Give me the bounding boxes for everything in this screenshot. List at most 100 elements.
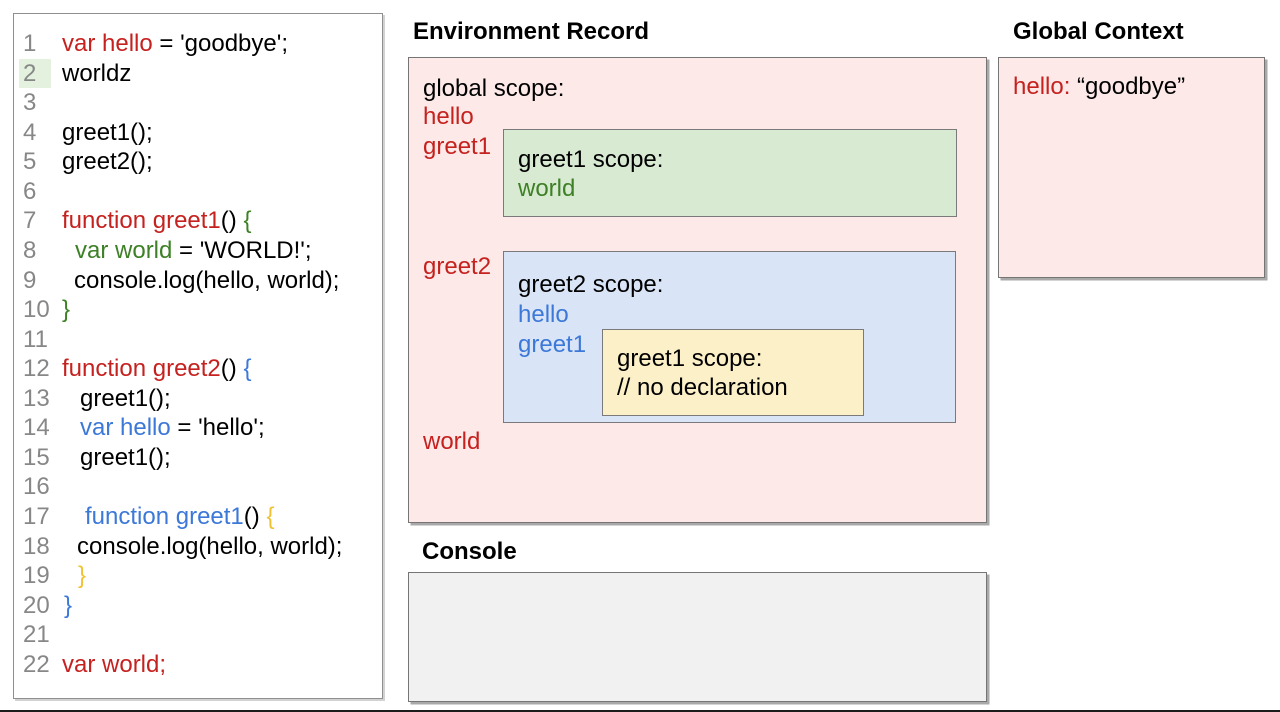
line-number: 22 (14, 650, 62, 680)
code-token: var hello (80, 414, 171, 442)
code-token: { (266, 503, 275, 530)
code-line: 18 console.log(hello, world); (14, 532, 382, 562)
line-number: 1 (14, 29, 62, 59)
line-number: 2 (14, 58, 62, 89)
code-line-text: var world; (62, 650, 166, 680)
code-token: () (220, 355, 244, 383)
line-number: 8 (14, 236, 62, 266)
line-number: 19 (14, 561, 62, 591)
line-number: 12 (14, 354, 62, 384)
greet2-scope-var-hello: hello (518, 301, 569, 328)
line-number: 17 (14, 502, 62, 532)
line-number: 15 (14, 443, 62, 473)
greet1-scope-box: greet1 scope: world (503, 129, 957, 217)
global-context-entry-key: hello: (1013, 73, 1071, 100)
line-number-text: 8 (23, 236, 37, 264)
line-number-text: 20 (23, 591, 50, 619)
code-token: var hello (62, 30, 153, 57)
global-context-entry-value: “goodbye” (1070, 73, 1186, 100)
line-number-text: 17 (23, 503, 50, 530)
code-line-text: var hello = 'goodbye'; (62, 29, 288, 59)
code-token: console.log(hello, world); (77, 532, 343, 560)
greet1-scope-var-world: world (518, 175, 576, 202)
code-line-text: worldz (62, 59, 131, 89)
global-var-hello: hello (423, 103, 474, 130)
code-token: = 'hello'; (170, 414, 265, 442)
line-number-text: 19 (23, 562, 50, 590)
line-number-text: 1 (23, 30, 37, 57)
environment-record-title: Environment Record (413, 18, 650, 45)
line-number-text: 14 (23, 414, 50, 442)
code-line: 3 (14, 88, 382, 118)
code-line-text: greet1(); (62, 443, 171, 473)
code-line: 22 var world; (14, 650, 382, 680)
line-number-highlighted: 2 (19, 58, 51, 89)
greet2-scope-var-greet1: greet1 (518, 331, 587, 358)
code-line-text: greet2(); (62, 147, 153, 177)
line-number-text: 9 (23, 266, 37, 294)
line-number: 14 (14, 413, 62, 443)
code-token: } (62, 296, 71, 324)
code-line-text: greet1(); (62, 384, 171, 414)
code-line-text: } (62, 591, 72, 621)
code-token: } (64, 591, 73, 619)
code-line-text: function greet1() { (62, 502, 274, 532)
global-scope-label: global scope: (423, 75, 565, 102)
code-line: 19} (14, 561, 382, 591)
greet1-scope-title: greet1 scope: (518, 146, 664, 173)
nested-greet1-scope-comment: // no declaration (617, 374, 788, 401)
code-token: worldz (62, 59, 132, 87)
code-token: greet1(); (80, 384, 171, 412)
line-number: 16 (14, 472, 62, 502)
line-number: 10 (14, 295, 62, 325)
code-token: function greet1 (62, 207, 221, 235)
line-number-text: 7 (23, 207, 37, 235)
line-number: 7 (14, 206, 62, 236)
global-var-world: world (423, 428, 481, 455)
code-line-text: var world = 'WORLD!'; (62, 236, 312, 266)
line-number-text: 6 (23, 177, 37, 205)
global-context-box: hello: “goodbye” (998, 57, 1265, 278)
line-number-text: 22 (23, 650, 50, 678)
nested-greet1-scope-title: greet1 scope: (617, 345, 763, 372)
code-token: function greet1 (85, 503, 244, 530)
code-line: 10} (14, 295, 382, 325)
line-number: 3 (14, 88, 62, 118)
nested-greet1-scope-box: greet1 scope: // no declaration (602, 329, 864, 416)
code-token: function greet2 (62, 355, 221, 383)
code-line: 7 function greet1() { (14, 206, 382, 236)
console-title: Console (422, 538, 517, 565)
global-context-entry: hello: “goodbye” (1013, 72, 1185, 102)
line-number: 6 (14, 177, 62, 207)
code-line: 5 greet2(); (14, 147, 382, 177)
line-number-text: 12 (23, 355, 50, 383)
console-output-box (408, 572, 987, 702)
line-number-text: 4 (23, 118, 37, 146)
global-var-greet2: greet2 (423, 253, 492, 280)
line-number-text: 18 (23, 532, 50, 560)
code-token: = 'goodbye'; (152, 30, 288, 57)
line-number: 4 (14, 118, 62, 148)
code-line: 14 var hello = 'hello'; (14, 413, 382, 443)
code-line: 13 greet1(); (14, 384, 382, 414)
code-line: 11 (14, 325, 382, 355)
code-line-text: } (62, 561, 86, 591)
line-number: 18 (14, 532, 62, 562)
code-token: greet1(); (80, 443, 171, 471)
code-line: 2 worldz (14, 58, 382, 89)
code-token: { (243, 207, 252, 235)
code-line-text: } (62, 295, 70, 325)
code-line: 15 greet1(); (14, 443, 382, 473)
line-number: 21 (14, 620, 62, 650)
code-line-text: function greet1() { (62, 206, 251, 236)
line-number-text: 5 (23, 148, 37, 176)
line-number-text: 3 (23, 89, 37, 117)
line-number: 13 (14, 384, 62, 414)
code-token: var world; (62, 650, 167, 678)
code-line: 20} (14, 591, 382, 621)
